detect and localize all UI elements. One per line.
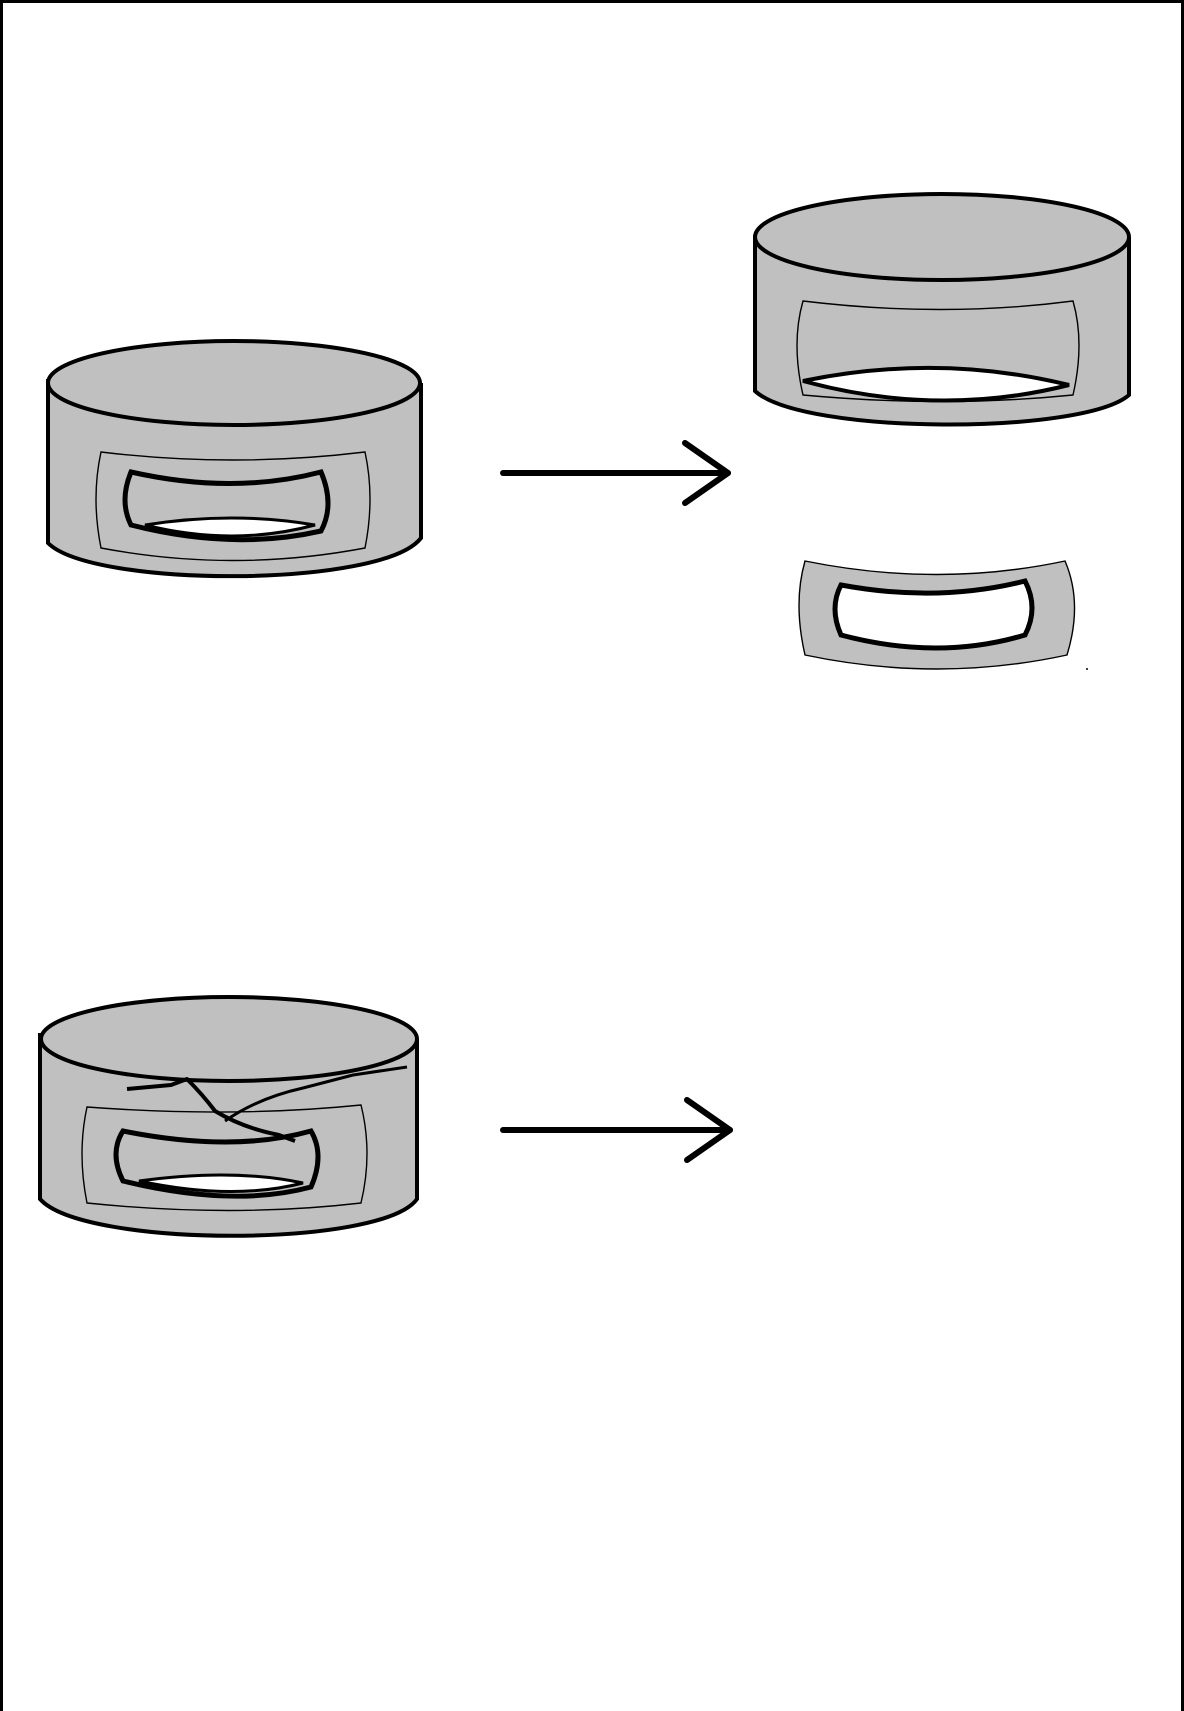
cylinder-after-removal	[753, 192, 1131, 427]
removed-tab-piece	[798, 560, 1088, 670]
cutout-hole	[802, 365, 1070, 403]
intact-cylinder-with-tab	[46, 339, 423, 579]
cutout-outline	[796, 300, 1080, 403]
tear-line	[126, 1077, 296, 1143]
cylinder-top	[39, 995, 419, 1083]
cylinder-top	[46, 339, 422, 427]
tab-piece-opening	[832, 578, 1035, 651]
arrow-top	[500, 440, 731, 506]
opening-hole	[144, 516, 316, 538]
opening-hole	[138, 1173, 304, 1194]
arrow-bottom	[500, 1097, 733, 1163]
diagram-svg	[38, 192, 1131, 1238]
tab-outline	[95, 451, 371, 562]
tear-line-2	[224, 1065, 408, 1123]
stray-dot	[1086, 668, 1088, 670]
cylinder-top	[753, 192, 1131, 282]
torn-cylinder-with-tab	[38, 995, 419, 1238]
